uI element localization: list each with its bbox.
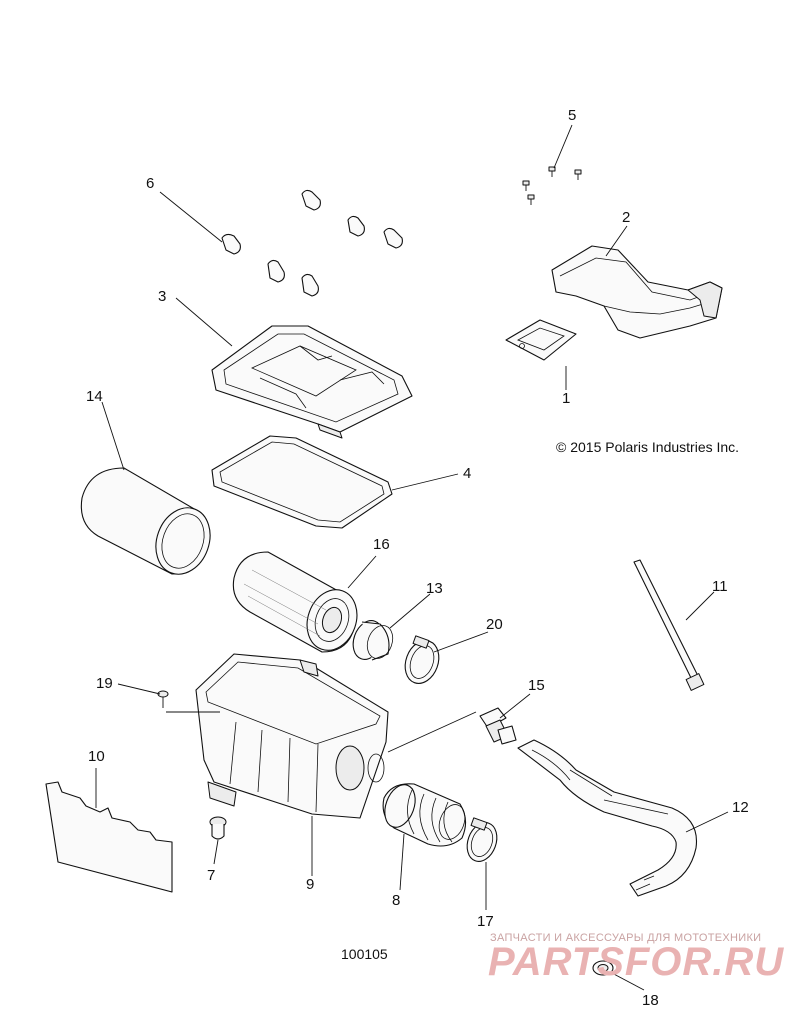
callout-16: 16: [373, 536, 390, 553]
callout-4: 4: [463, 465, 471, 482]
part-1-plate-gasket: [505, 319, 577, 361]
callout-17: 17: [477, 913, 494, 930]
watermark-brand: PARTSFOR.RU: [488, 940, 785, 984]
part-9-airbox-base: [195, 653, 389, 819]
callout-20: 20: [486, 616, 503, 633]
part-17-clamp: [466, 817, 498, 862]
callout-18: 18: [642, 992, 659, 1009]
part-7-grommet: [209, 816, 227, 840]
callout-9: 9: [306, 876, 314, 893]
watermark-caption: ЗАПЧАСТИ И АКСЕССУАРЫ ДЛЯ МОТОТЕХНИКИ: [490, 932, 762, 944]
callout-10: 10: [88, 748, 105, 765]
callout-12: 12: [732, 799, 749, 816]
copyright-notice: © 2015 Polaris Industries Inc.: [556, 439, 740, 455]
callout-2: 2: [622, 209, 630, 226]
part-18-clamp: [592, 960, 614, 976]
part-4-seal: [211, 435, 393, 529]
callout-numbers: 1 2 3 4 5 6 7 8 9 10 11 12 13 14 15 16 1…: [86, 107, 749, 1009]
callout-1: 1: [562, 390, 570, 407]
callout-5: 5: [568, 107, 576, 124]
part-8-bellows: [382, 783, 467, 847]
part-6-clips: [221, 189, 403, 297]
part-15-fitting: [479, 707, 517, 745]
callout-8: 8: [392, 892, 400, 909]
part-10-panel: [45, 781, 173, 893]
callout-11: 11: [712, 578, 728, 595]
part-2-intake-duct: [551, 245, 723, 339]
part-5-screws: [522, 166, 582, 205]
callout-13: 13: [426, 580, 443, 597]
leader-lines: [95, 124, 729, 991]
part-19-screw: [157, 690, 169, 708]
callout-14: 14: [86, 388, 103, 405]
part-12-hose: [517, 739, 698, 897]
callout-6: 6: [146, 175, 154, 192]
callout-7: 7: [207, 867, 215, 884]
callout-3: 3: [158, 288, 166, 305]
drawing-number: 100105: [341, 946, 388, 962]
part-11-strap: [633, 559, 705, 691]
callout-19: 19: [96, 675, 113, 692]
part-14-prefilter-sleeve: [80, 467, 211, 575]
part-20-clamp: [404, 635, 440, 684]
callout-15: 15: [528, 677, 545, 694]
part-16-air-filter: [232, 551, 358, 653]
part-13-coupler: [352, 620, 394, 661]
part-3-airbox-cover: [211, 325, 413, 439]
